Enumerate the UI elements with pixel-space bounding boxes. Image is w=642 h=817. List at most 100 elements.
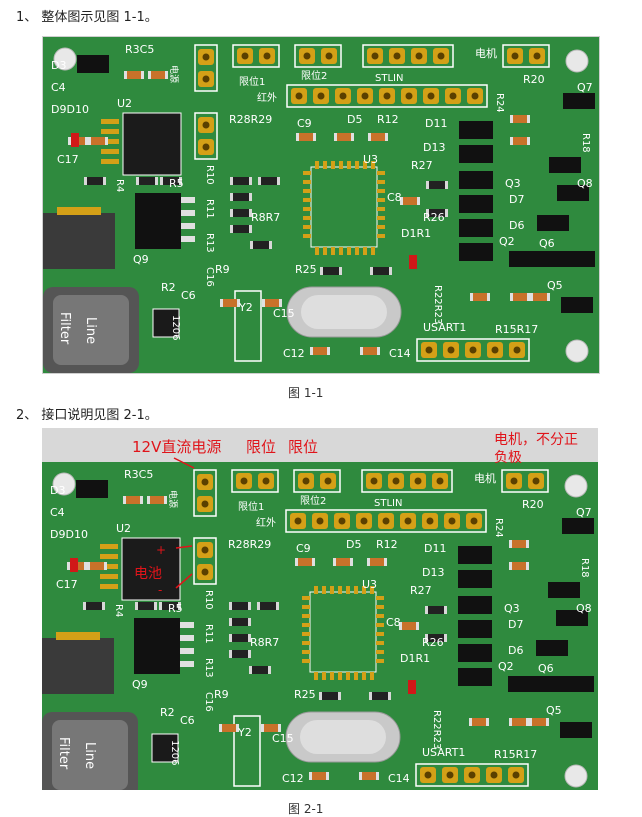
silkscreen-label-d6: D6	[508, 644, 523, 657]
u3-pin-right	[376, 650, 384, 654]
q9-mosfet	[135, 193, 181, 249]
u3-pin-bottom	[362, 672, 366, 680]
stlin-header-hole	[371, 52, 379, 60]
u3-pin-bottom	[322, 672, 326, 680]
u3-pin-right	[376, 605, 384, 609]
resistor-smd-pad-right	[249, 177, 252, 185]
u3-pin-left	[303, 234, 311, 238]
diode-smd	[458, 668, 492, 686]
silkscreen-label-r26: R26	[423, 211, 445, 224]
capacitor-smd-pad-left	[334, 133, 337, 141]
transistor-smd	[537, 251, 569, 267]
capacitor-smd	[473, 293, 487, 301]
resistor-smd-pad-left	[250, 241, 253, 249]
silkscreen-label-q3: Q3	[505, 177, 521, 190]
capacitor-smd	[363, 347, 377, 355]
resistor-smd	[232, 618, 248, 626]
d3-diode	[77, 55, 109, 73]
u3-pin-bottom	[315, 247, 319, 255]
silkscreen-label-c8: C8	[387, 191, 402, 204]
capacitor-smd-pad-right	[237, 299, 240, 307]
usart-header-outline	[416, 338, 530, 362]
silkscreen-label-q6: Q6	[539, 237, 555, 250]
u2-pin	[100, 564, 118, 569]
silkscreen-label-infrared: 红外	[257, 91, 277, 104]
silkscreen-label-d1r1: D1R1	[400, 652, 430, 665]
resistor-smd-pad-right	[248, 650, 251, 658]
capacitor-smd-pad-left	[509, 562, 512, 570]
u3-pin-bottom	[339, 247, 343, 255]
q9-pin	[180, 648, 194, 654]
capacitor-smd-pad-left	[509, 540, 512, 548]
mounting-hole	[564, 474, 588, 498]
silkscreen-label-r28r29: R28R29	[228, 538, 271, 551]
u3-pin-top	[354, 586, 358, 594]
capacitor-smd	[403, 197, 417, 205]
silkscreen-label-r11: R11	[203, 624, 214, 644]
capacitor-smd-pad-left	[400, 197, 403, 205]
diode-smd	[459, 121, 493, 139]
infrared-header-hole	[361, 92, 369, 100]
silkscreen-label-c9: C9	[296, 542, 311, 555]
silkscreen-label-u3: U3	[363, 153, 378, 166]
resistor-smd-pad-left	[370, 267, 373, 275]
silkscreen-label-power: 电源	[168, 65, 180, 83]
transistor-smd	[536, 676, 568, 692]
arrow-battery-minus	[175, 573, 193, 589]
u3-pin-left	[302, 641, 310, 645]
silkscreen-label-d9d10: D9D10	[51, 103, 89, 116]
resistor-smd-pad-right	[249, 225, 252, 233]
silkscreen-label-limit1: 限位1	[238, 500, 264, 513]
u3-pin-top	[370, 586, 374, 594]
capacitor-smd-pad-right	[376, 772, 379, 780]
figure-caption-2: 图 2-1	[288, 802, 324, 816]
resistor-smd-pad-right	[103, 177, 106, 185]
d1-led	[409, 255, 417, 269]
limit2-header-hole	[325, 52, 333, 60]
infrared-header-hole	[294, 517, 302, 525]
resistor-smd-pad-left	[425, 606, 428, 614]
resistor-1206	[151, 733, 179, 763]
resistor-smd	[232, 650, 248, 658]
capacitor-smd	[222, 724, 236, 732]
capacitor-smd	[337, 133, 351, 141]
capacitor-smd-pad-left	[333, 558, 336, 566]
u3-pin-top	[322, 586, 326, 594]
silkscreen-label-c17: C17	[57, 153, 79, 166]
silkscreen-label-usart1: USART1	[423, 321, 466, 334]
silkscreen-label-q9: Q9	[133, 253, 149, 266]
silkscreen-label-c12: C12	[283, 347, 305, 360]
u3-pin-top	[323, 161, 327, 169]
capacitor-smd-pad-left	[124, 71, 127, 79]
stlin-header-hole	[414, 477, 422, 485]
capacitor-smd	[298, 558, 312, 566]
capacitor-smd	[513, 115, 527, 123]
diode-smd	[458, 644, 492, 662]
usart-header-hole	[512, 771, 520, 779]
resistor-smd-pad-left	[230, 225, 233, 233]
motor-header-hole	[510, 477, 518, 485]
u2-ic	[121, 537, 181, 601]
infrared-header-hole	[405, 92, 413, 100]
stlin-header-hole	[437, 52, 445, 60]
capacitor-smd-pad-right	[165, 71, 168, 79]
u3-pin-bottom	[370, 672, 374, 680]
silkscreen-label-q5: Q5	[547, 279, 563, 292]
u3-pin-top	[362, 586, 366, 594]
u2-pin	[100, 584, 118, 589]
u3-pin-left	[303, 216, 311, 220]
capacitor-smd-pad-left	[68, 137, 71, 145]
silkscreen-label-r9: R9	[214, 688, 229, 701]
infrared-header-hole	[470, 517, 478, 525]
capacitor-smd-pad-right	[326, 772, 329, 780]
annotation-limit-b: 限位	[288, 438, 318, 456]
infrared-header-outline	[286, 84, 488, 108]
infrared-header-hole	[404, 517, 412, 525]
resistor-smd	[139, 177, 155, 185]
silkscreen-label-r4: R4	[113, 604, 124, 617]
u3-pin-left	[302, 659, 310, 663]
line-filter-core	[52, 720, 128, 790]
capacitor-smd-pad-left	[310, 347, 313, 355]
battery-header-hole	[201, 546, 209, 554]
capacitor-smd-pad-left	[296, 133, 299, 141]
